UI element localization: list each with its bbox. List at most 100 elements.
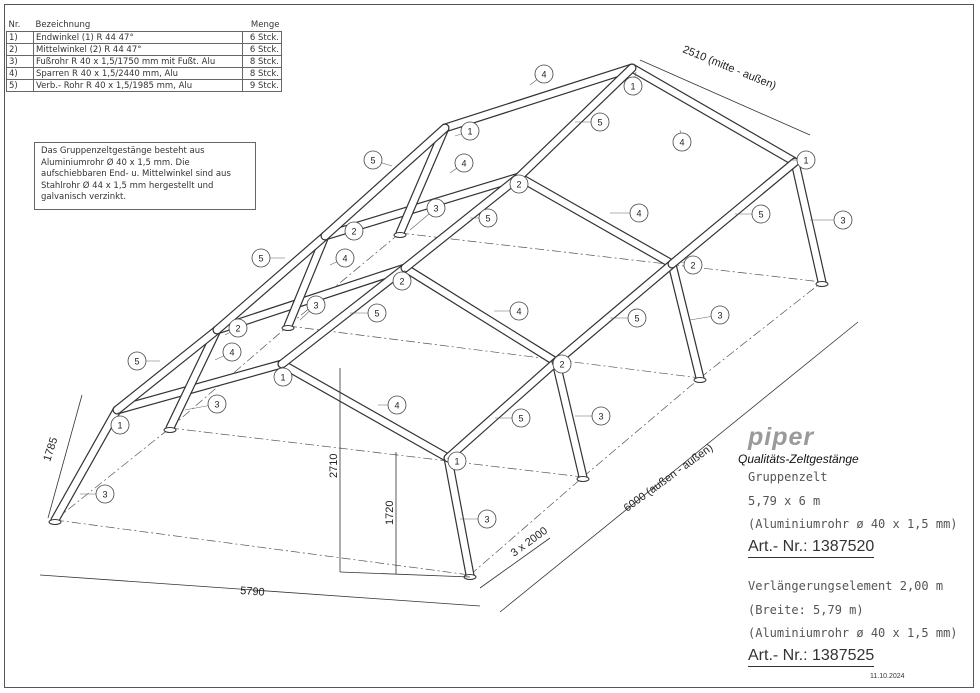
- leg-right-inner: [444, 454, 474, 579]
- extension-width: (Breite: 5,79 m): [748, 603, 864, 617]
- part-circle: [127, 351, 147, 371]
- part-number: 3: [214, 400, 219, 410]
- part-number: 2: [399, 277, 404, 287]
- part-circle: [590, 112, 610, 132]
- header-name: Bezeichnung: [35, 19, 91, 30]
- ground-plan-lines: [54, 232, 823, 576]
- material-note: Das Gruppenzeltgestänge besteht aus Alum…: [34, 142, 256, 210]
- part-number: 3: [313, 301, 318, 311]
- part-number: 4: [516, 307, 521, 317]
- ground-line: [582, 377, 701, 478]
- row-qty: 9 Stck.: [242, 79, 282, 92]
- eave-connector-right-inner: [444, 358, 560, 462]
- leg-right-inner: [791, 158, 826, 286]
- header-nr: Nr.: [8, 19, 21, 30]
- part-circle: [306, 295, 326, 315]
- extension-material: (Aluminiumrohr ø 40 x 1,5 mm): [748, 626, 958, 640]
- part-circle: [796, 150, 816, 170]
- rafter-left-inner: [441, 64, 636, 132]
- part-circle: [509, 174, 529, 194]
- part-circle: [509, 301, 529, 321]
- part-circle: [477, 509, 497, 529]
- rafter-right-inner: [628, 64, 799, 166]
- part-number: 3: [433, 204, 438, 214]
- part-number: 4: [679, 138, 684, 148]
- part-number: 5: [374, 309, 379, 319]
- part-circle: [387, 395, 407, 415]
- part-number: 1: [803, 156, 808, 166]
- rafter-left-inner: [113, 360, 286, 414]
- leg-left-inner: [51, 406, 121, 524]
- part-number: 2: [690, 261, 695, 271]
- ground-line: [469, 476, 584, 576]
- part-circle: [591, 406, 611, 426]
- part-circle: [207, 394, 227, 414]
- dim-eave-height: 1720: [384, 501, 396, 525]
- part-number: 4: [541, 70, 546, 80]
- dim-line-segment: [479, 537, 551, 589]
- part-circle: [228, 318, 248, 338]
- dimension-labels: 2510 (mitte - außen) 1785 2710 1720 5790…: [41, 44, 777, 599]
- part-number: 5: [485, 214, 490, 224]
- part-number: 5: [518, 414, 523, 424]
- foot-plate: [281, 325, 295, 331]
- rafter-right-inner: [401, 264, 560, 366]
- part-circle: [367, 303, 387, 323]
- foot-plate: [693, 377, 707, 383]
- part-circle: [552, 354, 572, 374]
- foot-plate: [163, 427, 177, 433]
- drawing-frame: [4, 4, 974, 688]
- ground-line: [287, 232, 401, 327]
- part-number: 2: [351, 227, 356, 237]
- foot-plate: [393, 232, 407, 238]
- part-circle: [110, 415, 130, 435]
- part-number: 5: [370, 156, 375, 166]
- brand-tagline: Qualitäts-Zeltgestänge: [738, 452, 859, 466]
- part-number: 2: [559, 360, 564, 370]
- header-qty: Menge: [250, 19, 280, 30]
- part-number: 5: [634, 314, 639, 324]
- part-circle: [335, 248, 355, 268]
- frame-pipes: [48, 63, 829, 580]
- part-number: 4: [229, 348, 234, 358]
- rafter-right-inner: [278, 360, 452, 462]
- leg-right-inner: [668, 260, 704, 382]
- part-circle: [392, 271, 412, 291]
- leg-right-inner: [552, 358, 587, 481]
- part-number: 5: [758, 210, 763, 220]
- part-circle: [222, 342, 242, 362]
- part-circle: [710, 305, 730, 325]
- row-name: Verb.- Rohr R 40 x 1,5/1985 mm, Alu: [32, 79, 244, 92]
- part-circle: [627, 308, 647, 328]
- leg-left-inner: [166, 326, 221, 432]
- leg-left-inner: [284, 232, 329, 330]
- part-number: 3: [840, 216, 845, 226]
- ridge-connector-inner: [515, 64, 636, 181]
- part-number: 1: [630, 82, 635, 92]
- part-circle: [629, 203, 649, 223]
- part-circle: [511, 408, 531, 428]
- ground-line: [169, 325, 289, 429]
- dim-line-front: [39, 574, 481, 607]
- part-number: 1: [467, 127, 472, 137]
- extension-art-nr: Art.- Nr.: 1387525: [748, 647, 875, 667]
- ground-line: [399, 232, 823, 283]
- eave-connector-left-inner: [213, 232, 329, 334]
- part-number: 5: [258, 254, 263, 264]
- part-number: 4: [394, 401, 399, 411]
- part-circle: [833, 210, 853, 230]
- eave-connector-left-inner: [321, 124, 449, 240]
- part-circle: [454, 153, 474, 173]
- drawing-date: 11.10.2024: [870, 673, 905, 680]
- part-number: 1: [454, 457, 459, 467]
- dim-left-height: 1785: [41, 436, 60, 463]
- extension-name: Verlängerungselement 2,00 m: [748, 579, 944, 593]
- product-size: 5,79 x 6 m: [748, 494, 821, 508]
- foot-plate: [815, 281, 829, 287]
- foot-plate: [48, 519, 62, 525]
- part-number: 3: [598, 412, 603, 422]
- dim-line-length: [499, 321, 859, 613]
- part-number: 4: [636, 209, 641, 219]
